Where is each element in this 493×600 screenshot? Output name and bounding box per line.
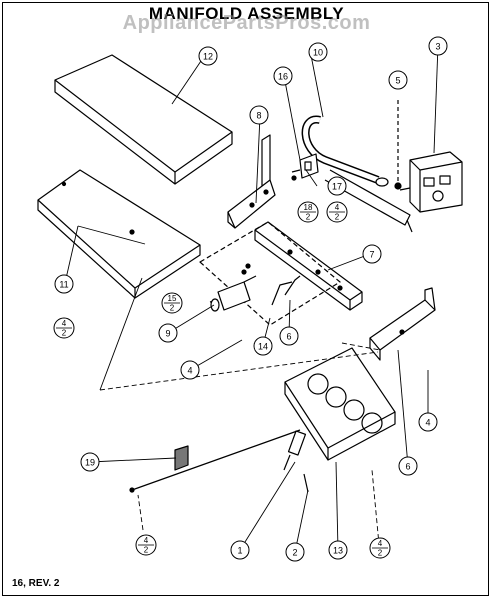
bracket-part-8: [227, 134, 276, 229]
callout-5: 5: [388, 70, 408, 90]
callout-7: 7: [362, 244, 382, 264]
svg-text:16: 16: [278, 72, 288, 82]
callout-11: 11: [54, 274, 74, 294]
svg-text:15: 15: [168, 294, 177, 303]
svg-text:2: 2: [378, 549, 383, 558]
callout-9: 9: [158, 323, 178, 343]
svg-text:2: 2: [335, 213, 340, 222]
svg-text:9: 9: [165, 329, 170, 339]
svg-text:5: 5: [395, 76, 400, 86]
svg-text:2: 2: [62, 329, 67, 338]
screw-part-5: [394, 182, 402, 190]
fraction-callout-4-2-left: 4 2: [53, 317, 75, 339]
callout-14: 14: [253, 336, 273, 356]
svg-text:6: 6: [405, 462, 410, 472]
igniter-part-1: [283, 430, 307, 471]
svg-text:2: 2: [144, 546, 149, 555]
callout-6-upper: 6: [279, 326, 299, 346]
callout-16: 16: [273, 66, 293, 86]
svg-text:7: 7: [369, 250, 374, 260]
fraction-callout-4-2-upper: 4 2: [326, 201, 348, 223]
plate-part-19: [174, 445, 189, 471]
svg-text:12: 12: [203, 52, 213, 62]
svg-text:2: 2: [306, 213, 311, 222]
footer-revision: 16, REV. 2: [12, 578, 60, 589]
svg-text:17: 17: [332, 182, 342, 192]
svg-text:4: 4: [378, 539, 383, 548]
callout-17: 17: [327, 176, 347, 196]
watermark: AppliancePartsPros.com: [122, 12, 371, 34]
svg-text:18: 18: [304, 203, 313, 212]
diagram-title: MANIFOLD ASSEMBLY: [148, 4, 345, 23]
callout-3: 3: [428, 36, 448, 56]
pilot-part-9: [209, 263, 257, 312]
burner-box-part-13: [284, 347, 396, 461]
callout-4-right: 4: [418, 412, 438, 432]
svg-text:19: 19: [85, 458, 95, 468]
callout-1: 1: [230, 540, 250, 560]
fraction-callout-4-2-bottom-left: 4 2: [135, 534, 157, 556]
svg-text:8: 8: [256, 111, 261, 121]
callout-8: 8: [249, 105, 269, 125]
svg-text:1: 1: [237, 546, 242, 556]
callout-2: 2: [285, 542, 305, 562]
callout-19: 19: [80, 452, 100, 472]
manifold-part-7: [254, 221, 363, 311]
svg-text:3: 3: [435, 42, 440, 52]
svg-text:10: 10: [313, 48, 323, 58]
callout-12: 12: [198, 46, 218, 66]
callout-4-left: 4: [180, 360, 200, 380]
svg-text:4: 4: [187, 366, 192, 376]
fraction-callout-4-2-bottom-right: 4 2: [369, 537, 391, 559]
burner-tube-part-10: [301, 115, 389, 187]
svg-text:11: 11: [59, 280, 68, 290]
svg-text:4: 4: [62, 319, 67, 328]
fraction-callout-15-2: 15 2: [161, 292, 183, 314]
svg-text:4: 4: [425, 418, 430, 428]
clip-part-2: [303, 473, 309, 493]
svg-text:4: 4: [335, 203, 340, 212]
fraction-callout-18-2: 18 2: [297, 201, 319, 223]
gas-valve-part-3: [399, 151, 463, 213]
svg-text:2: 2: [292, 548, 297, 558]
igniter-part-16: [291, 153, 319, 181]
svg-text:4: 4: [144, 536, 149, 545]
callout-6-lower: 6: [398, 456, 418, 476]
panel-part-11: [37, 169, 201, 299]
callout-13: 13: [328, 540, 348, 560]
svg-text:14: 14: [258, 342, 268, 352]
svg-text:2: 2: [170, 304, 175, 313]
bracket-right: [369, 287, 436, 361]
svg-text:6: 6: [286, 332, 291, 342]
diagram-frame: [2, 2, 489, 596]
callout-10: 10: [308, 42, 328, 62]
panel-part-12: [54, 54, 233, 185]
svg-text:13: 13: [333, 546, 343, 556]
